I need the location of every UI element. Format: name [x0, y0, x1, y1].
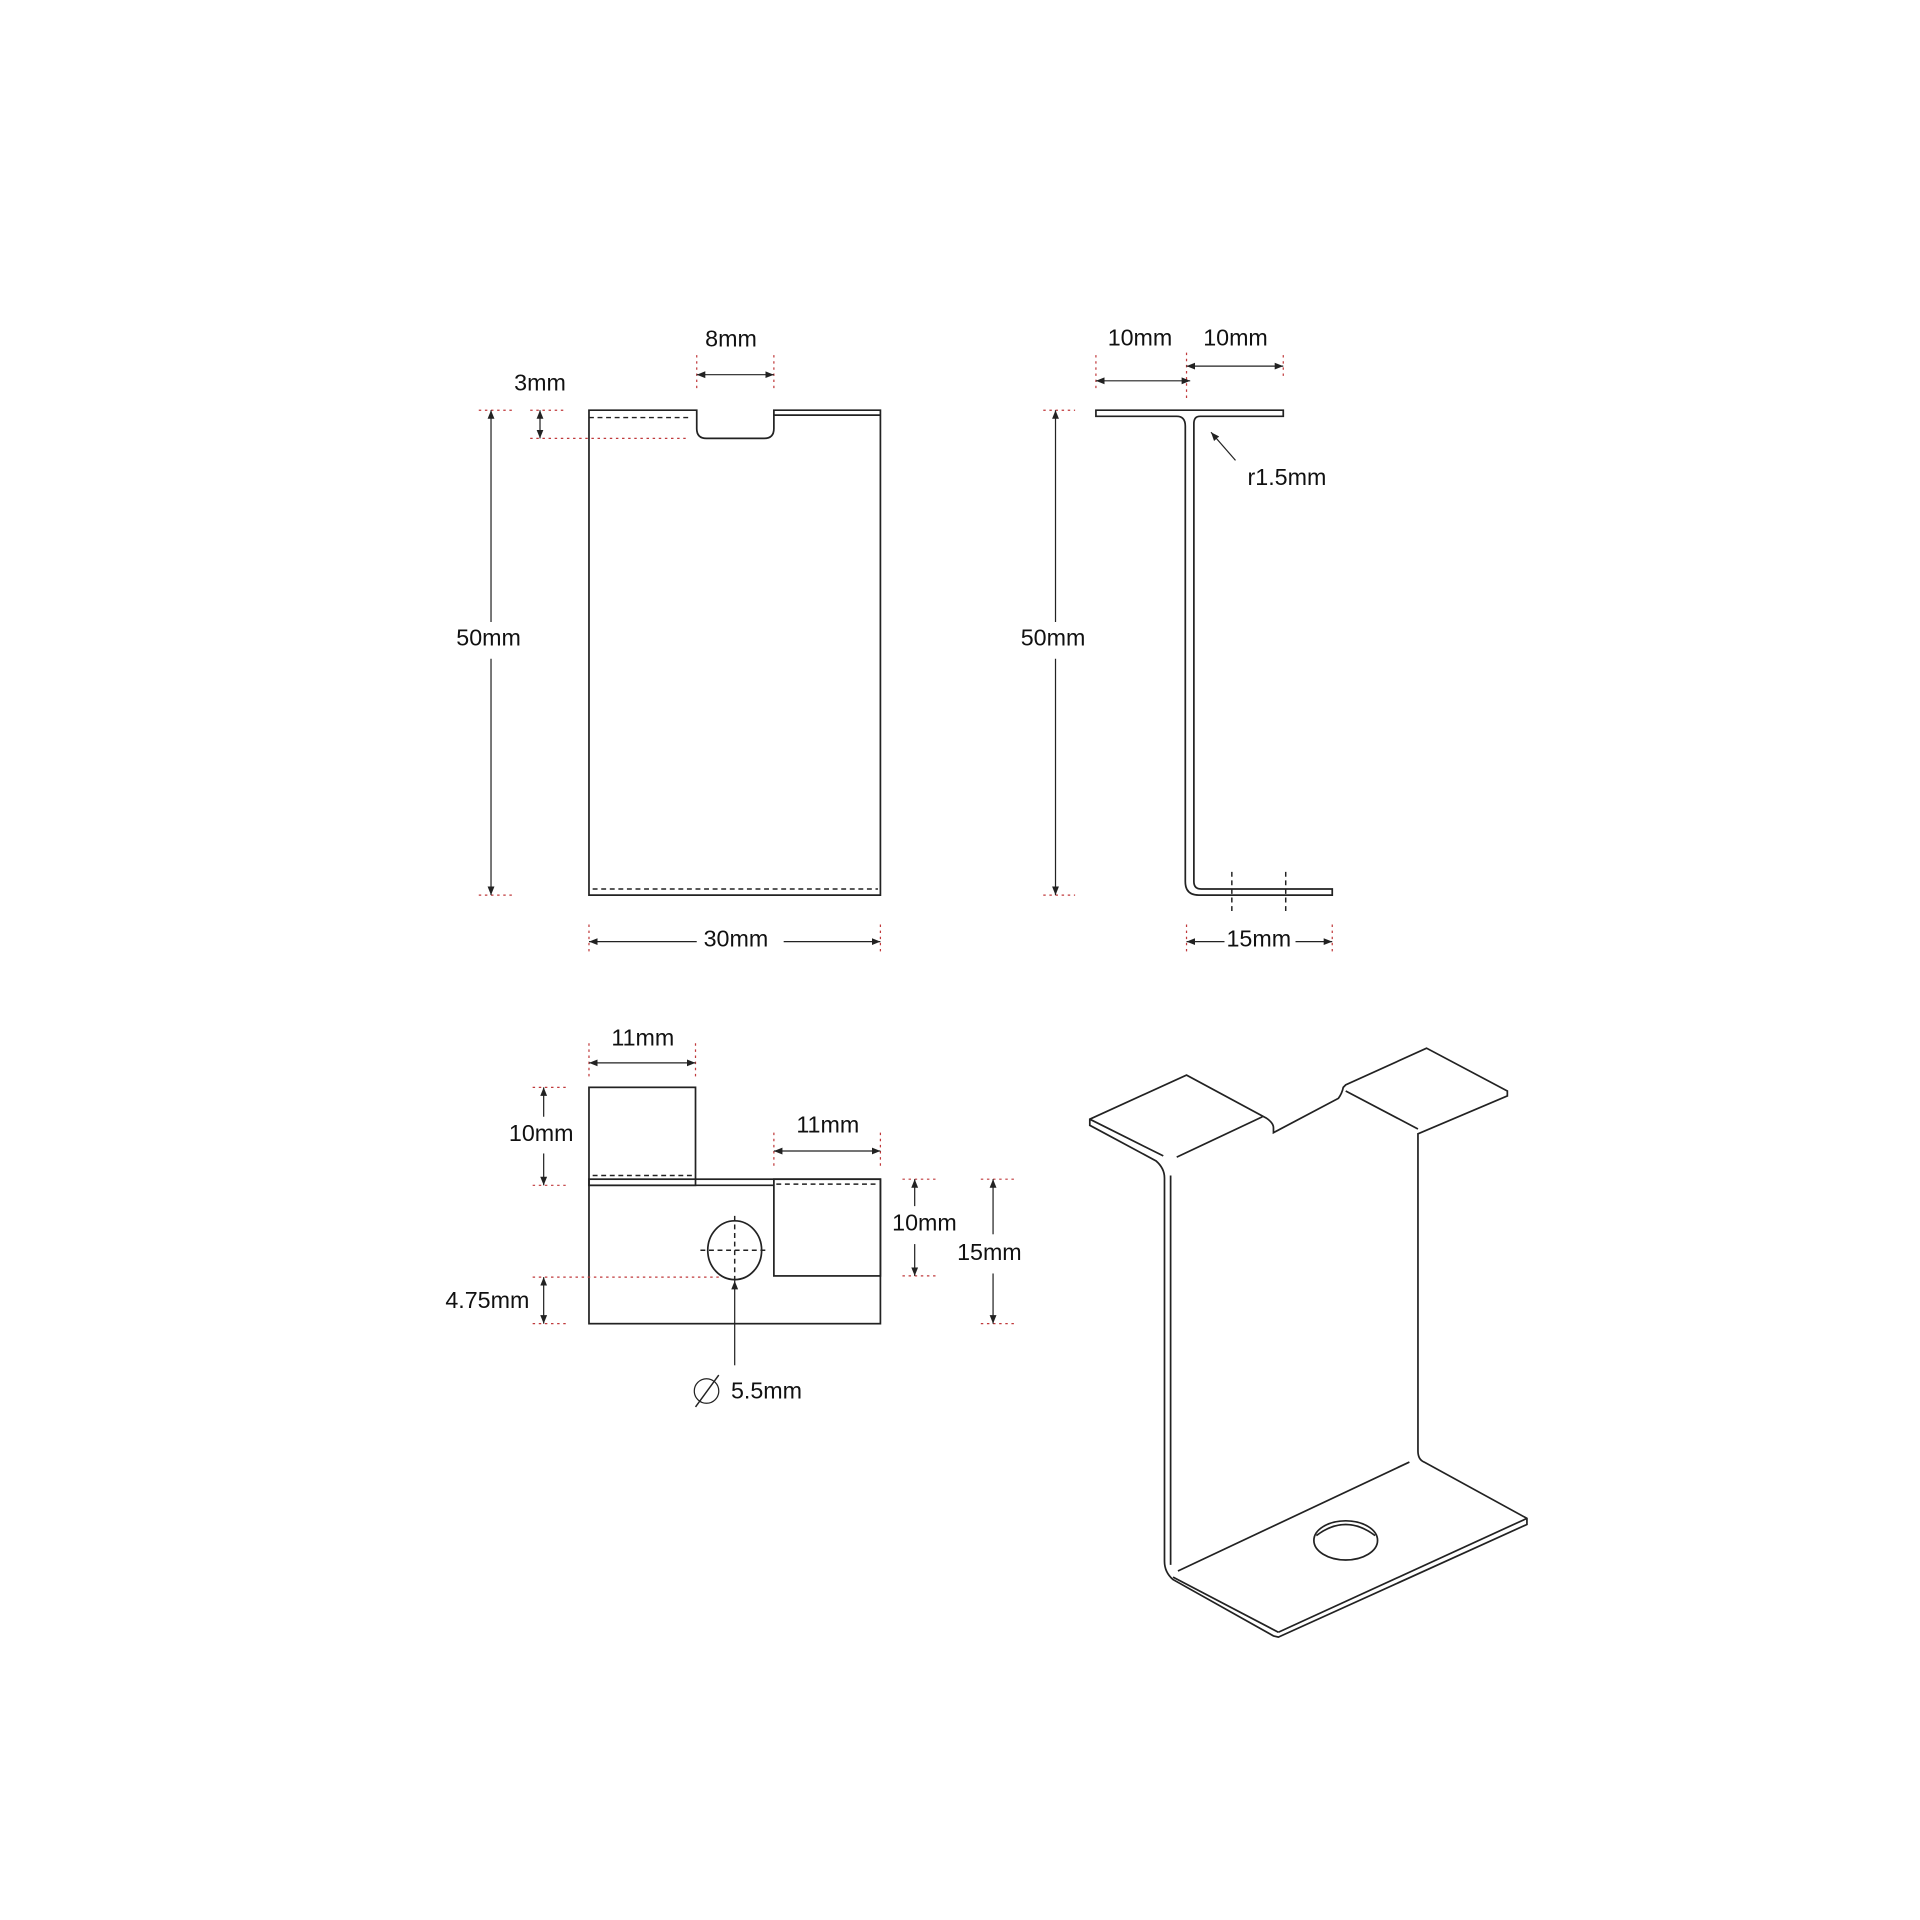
right-tab-width-label: 11mm: [796, 1112, 859, 1138]
notch-width-label: 8mm: [705, 326, 757, 352]
hole-diameter-label: 5.5mm: [731, 1377, 802, 1403]
hole-offset-label: 4.75mm: [445, 1287, 529, 1313]
left-tab-width-label: 11mm: [611, 1025, 674, 1051]
right-tab-height-label: 10mm: [892, 1210, 957, 1236]
front-height-label: 50mm: [456, 624, 521, 650]
isometric-view: [1088, 1047, 1528, 1639]
bend-radius-label: r1.5mm: [1248, 464, 1327, 490]
top-right-flange-label: 10mm: [1203, 324, 1268, 350]
side-height-label: 50mm: [1021, 624, 1086, 650]
notch-depth-label: 3mm: [514, 370, 566, 396]
body-depth-label: 15mm: [957, 1239, 1022, 1265]
diameter-icon: [693, 1374, 720, 1408]
bottom-flange-label: 15mm: [1226, 926, 1291, 952]
side-view: 10mm 10mm r1.5mm 50mm 15mm: [1021, 324, 1334, 956]
front-view: 8mm 3mm 50mm 30mm: [456, 326, 882, 956]
top-view: 11mm 10mm 11mm 10mm 15mm 4.75mm 5.5mm: [445, 1025, 1022, 1408]
left-tab-height-label: 10mm: [509, 1120, 574, 1146]
front-width-label: 30mm: [704, 926, 769, 952]
top-left-flange-label: 10mm: [1108, 324, 1173, 350]
